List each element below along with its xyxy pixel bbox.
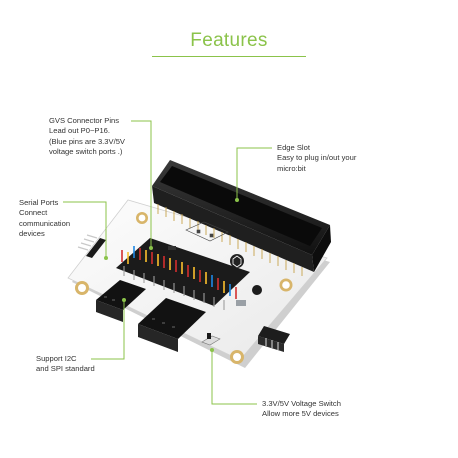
- callout-line-serial: [63, 201, 107, 258]
- callout-edge-slot: Edge Slot Easy to plug in/out your micro…: [277, 143, 356, 174]
- callout-line-edge-slot: [236, 147, 272, 200]
- mounting-holes: [75, 212, 293, 364]
- callout-text: and SPI standard: [36, 364, 95, 374]
- callout-text: voltage switch ports .): [49, 147, 123, 157]
- page-title: Features: [190, 30, 268, 51]
- edge-slot-connector: [152, 160, 331, 276]
- callout-text: devices: [19, 229, 45, 239]
- callout-text: Allow more 5V devices: [262, 409, 339, 419]
- callout-line-switch: [211, 350, 257, 405]
- callout-text: micro:bit: [277, 163, 306, 173]
- callout-text: Lead out P0~P16.: [49, 126, 111, 136]
- callout-heading: Support I2C: [36, 354, 77, 363]
- callout-heading: Edge Slot: [277, 143, 310, 152]
- callout-text: communication: [19, 218, 71, 228]
- silkscreen-outline: [185, 221, 229, 242]
- onboard-components: [168, 246, 262, 306]
- callout-dots: [104, 198, 239, 352]
- cube-logo-icon: [230, 254, 244, 268]
- callout-heading: Serial Ports: [19, 198, 59, 207]
- callout-heading: 3.3V/5V Voltage Switch: [262, 399, 341, 408]
- callout-gvs-connector-pins: GVS Connector Pins Lead out P0~P16. (Blu…: [49, 116, 125, 158]
- right-angle-header: [258, 326, 290, 352]
- callout-text: Easy to plug in/out your: [277, 153, 357, 163]
- voltage-switch: [201, 333, 221, 346]
- callout-text: (Blue pins are 3.3V/5V: [49, 136, 125, 146]
- callout-heading: GVS Connector Pins: [49, 116, 120, 125]
- gvs-connector-pins: [116, 238, 250, 310]
- serial-port-header: [77, 234, 106, 258]
- callout-text: Connect: [19, 208, 48, 218]
- callout-i2c-spi: Support I2C and SPI standard: [36, 354, 95, 375]
- i2c-spi-female-sockets: [96, 280, 206, 352]
- callout-line-gvs: [131, 120, 152, 248]
- callout-serial-ports: Serial Ports Connect communication devic…: [19, 198, 70, 240]
- callout-voltage-switch: 3.3V/5V Voltage Switch Allow more 5V dev…: [262, 399, 341, 420]
- title-underline: [152, 56, 306, 57]
- callout-lines: [63, 120, 272, 405]
- edge-slot-contacts: [157, 204, 303, 276]
- callout-line-i2c: [91, 300, 125, 360]
